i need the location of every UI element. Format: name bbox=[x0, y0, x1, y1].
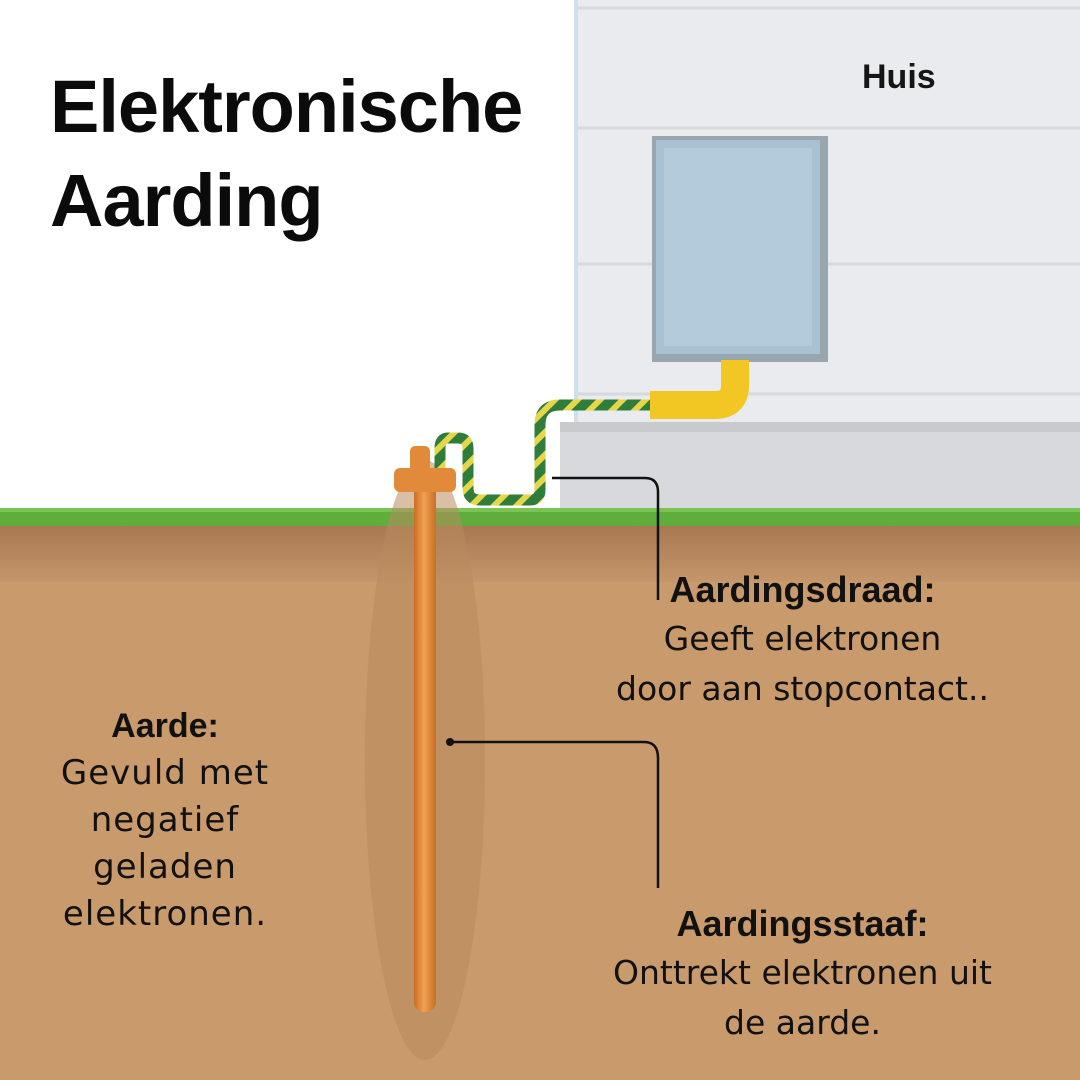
title-line-1: Elektronische bbox=[50, 65, 523, 148]
ground-rod-icon bbox=[394, 446, 456, 1012]
title-line-2: Aarding bbox=[50, 159, 324, 242]
earth-line: elektronen. bbox=[62, 894, 268, 934]
wire-heading: Aardingsdraad: bbox=[669, 569, 936, 610]
rod-label: Aardingsstaaf: Onttrekt elektronen uit d… bbox=[580, 900, 1025, 1048]
rod-line: Onttrekt elektronen uit bbox=[613, 953, 992, 992]
rod-leader-line bbox=[450, 740, 660, 888]
earth-label: Aarde: Gevuld met negatief geladen elekt… bbox=[30, 702, 300, 938]
rod-heading: Aardingsstaaf: bbox=[676, 903, 929, 944]
earth-line: Gevuld met bbox=[60, 753, 270, 793]
diagram-title: Elektronische Aarding bbox=[50, 60, 523, 248]
wire-leader-line bbox=[552, 476, 660, 600]
wire-line: door aan stopcontact.. bbox=[616, 669, 989, 708]
earth-heading: Aarde: bbox=[111, 707, 219, 745]
conduit-pipe bbox=[650, 360, 749, 419]
rod-line: de aarde. bbox=[724, 1003, 881, 1042]
earth-line: geladen bbox=[93, 847, 237, 887]
wire-line: Geeft elektronen bbox=[663, 619, 942, 658]
electrical-panel-icon bbox=[652, 136, 828, 362]
grounding-wire-icon bbox=[434, 399, 650, 506]
wire-label: Aardingsdraad: Geeft elektronen door aan… bbox=[580, 566, 1025, 714]
earth-line: negatief bbox=[90, 800, 240, 840]
house-label: Huis bbox=[862, 58, 936, 96]
